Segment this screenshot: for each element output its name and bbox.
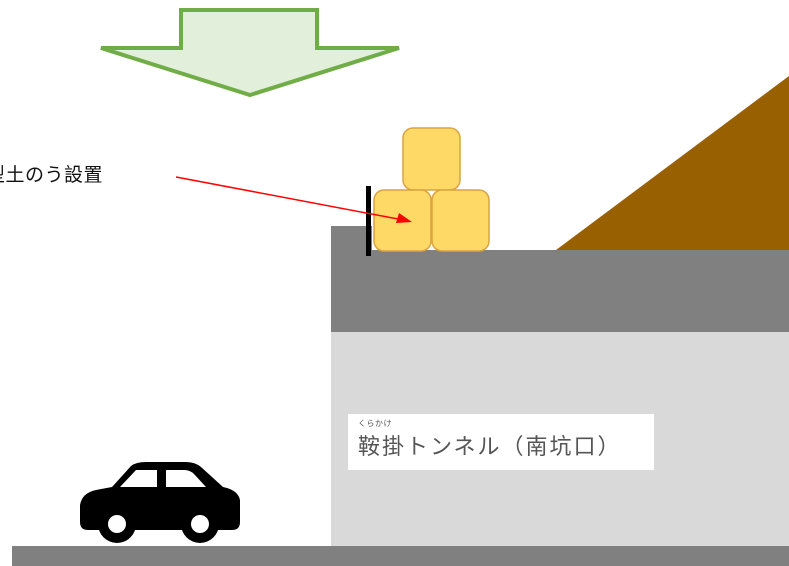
sandbag-installation-label: 型土のう設置: [0, 164, 104, 186]
earth-slope: [556, 76, 789, 250]
tunnel-name-sign: くらかけ 鞍掛トンネル（南坑口）: [348, 414, 654, 470]
tunnel-name: 鞍掛トンネル（南坑口）: [358, 435, 622, 460]
tunnel-name-ruby: くらかけ: [358, 419, 392, 428]
down-arrow-icon: [100, 8, 400, 98]
car-icon: [80, 462, 240, 543]
road: [12, 546, 789, 566]
sandbag-bottom-right: [431, 189, 490, 252]
callout-pointer-line: [175, 176, 399, 220]
sandbag-top: [402, 127, 461, 191]
barrier-plate: [366, 186, 371, 256]
callout-pointer-arrowhead: [396, 213, 412, 223]
tunnel-portal-top: [331, 226, 789, 332]
